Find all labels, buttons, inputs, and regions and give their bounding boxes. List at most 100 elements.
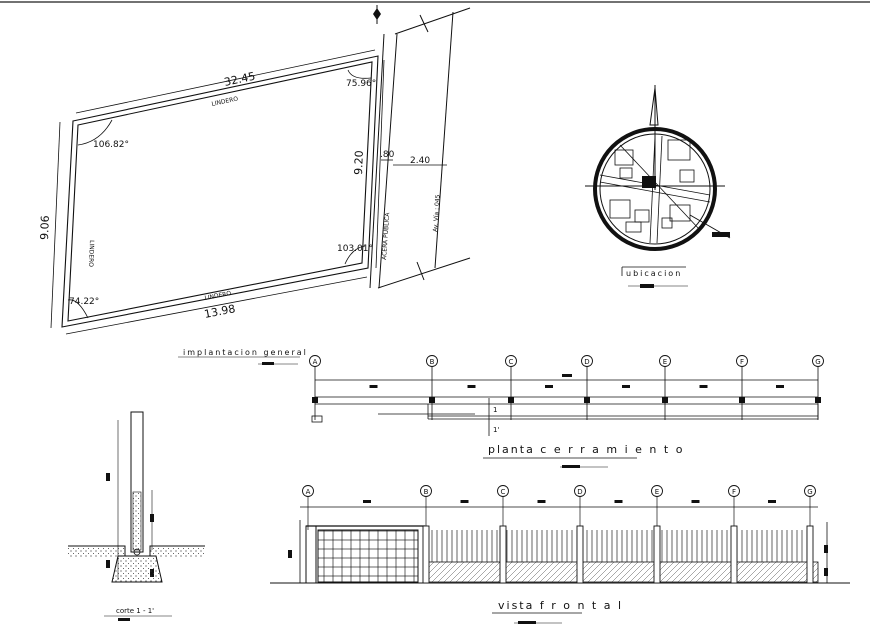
plan-post [312, 397, 318, 403]
fence-post [576, 525, 584, 584]
elevation-axis-label: C [501, 488, 506, 496]
plan-post [508, 397, 514, 403]
street-strip [369, 7, 471, 289]
plan-axis-label: D [584, 358, 589, 366]
elevation-dim-mark [363, 500, 371, 503]
elevation-axis-label: F [732, 488, 736, 496]
fence-post [806, 525, 814, 584]
dim-top: 32.45 [223, 70, 257, 89]
plan-axis-label: E [663, 358, 667, 366]
elevation-dim-mark [288, 550, 292, 558]
gate-panel [317, 529, 419, 583]
angle-top-right: 75.96° [346, 79, 376, 89]
plan-view: implantacion general A B C D E F G 1 1' planta… [178, 348, 824, 468]
post-section [130, 411, 144, 553]
plan-dimension-ticks [369, 374, 784, 388]
plan-axis-bubble [659, 355, 671, 367]
dim-right: 9.20 [352, 150, 366, 175]
angle-top-left: 106.82° [93, 140, 129, 150]
dim-bottom: 13.98 [203, 302, 236, 321]
elevation-title: vista f r o n t a l [498, 599, 623, 612]
plan-axis-bubble [426, 355, 438, 367]
lindero-left: LINDERO [87, 240, 95, 267]
section-view: corte 1 - 1' [68, 411, 205, 621]
elevation-axis-bubble [420, 485, 432, 497]
elevation-dim-mark [691, 500, 700, 503]
section-mark-a: 1 [493, 406, 497, 414]
elevation-axis-label: D [577, 488, 582, 496]
lindero-bottom: LINDERO [204, 290, 232, 302]
dim-sidewalk: .80 [380, 150, 395, 160]
location-north-icon [649, 87, 659, 126]
fence-post [422, 525, 430, 584]
plan-post [815, 397, 821, 403]
dim-left: 9.06 [38, 215, 52, 240]
elevation-axis-label: A [306, 488, 311, 496]
elevation-axis-bubble [497, 485, 509, 497]
footing [111, 555, 163, 583]
plan-post [429, 397, 435, 403]
angle-arcs [67, 69, 372, 319]
section-title: corte 1 - 1' [116, 607, 154, 615]
elevation-dim-mark [768, 500, 776, 503]
plan-axis-label: G [815, 358, 820, 366]
elevation-axis-bubble [302, 485, 314, 497]
elevation-dim-mark [537, 500, 546, 503]
plan-dim-mark [467, 385, 476, 388]
location-streets [599, 135, 711, 244]
plan-axis-markers: A B C D E F G [309, 355, 824, 420]
fence-post [499, 525, 507, 584]
plan-dim-mark [699, 385, 708, 388]
plan-axis-bubble [812, 355, 824, 367]
fence-post [653, 525, 661, 584]
brick-base [427, 561, 819, 583]
north-arrow-icon [373, 5, 381, 24]
plan-post [584, 397, 590, 403]
fence-post [730, 525, 738, 584]
sidewalk-text: ACERA PUBLICA [381, 211, 391, 260]
elevation-axis-label: B [424, 488, 429, 496]
location-map: ubicacion [585, 85, 731, 288]
site-plan: 32.45 LINDERO 9.06 LINDERO 9.20 13.98 LI… [38, 5, 471, 335]
dimension-lines [50, 49, 447, 335]
plan-axis-bubble [505, 355, 517, 367]
angle-bottom-left: 74.22° [69, 297, 99, 307]
elevation-dim-mark [460, 500, 469, 503]
lindero-top: LINDERO [211, 95, 239, 107]
elevation-axis-bubble [574, 485, 586, 497]
elevation-dim-mark [824, 545, 828, 553]
elevation-axis-bubble [728, 485, 740, 497]
plan-dim-mark [562, 374, 572, 377]
elevation-dimension-ticks [288, 500, 828, 576]
plan-dim-mark [776, 385, 784, 388]
elevation-dim-mark [614, 500, 623, 503]
elevation-axis-label: G [807, 488, 812, 496]
angle-bottom-right: 103.01° [337, 244, 373, 254]
plan-dim-mark [545, 385, 553, 388]
plan-axis-bubble [309, 355, 321, 367]
plan-title: planta c e r r a m i e n t o [488, 443, 684, 456]
plan-post [739, 397, 745, 403]
plan-axis-label: C [509, 358, 514, 366]
fence-posts [422, 525, 814, 584]
lot-outline [61, 55, 379, 328]
plan-axis-bubble [736, 355, 748, 367]
plan-lines [311, 379, 819, 436]
plan-dim-mark [369, 385, 378, 388]
elevation-dim-mark [824, 568, 828, 576]
plan-axis-label: A [313, 358, 318, 366]
plan-post [662, 397, 668, 403]
plan-dim-mark [622, 385, 630, 388]
dim-street: 2.40 [410, 156, 430, 166]
plan-axis-label: B [430, 358, 435, 366]
plan-axis-bubble [581, 355, 593, 367]
location-title: ubicacion [626, 269, 682, 278]
street-text: Av. Vía : 045 [432, 194, 442, 232]
plan-axis-label: F [740, 358, 744, 366]
plan-subtitle: implantacion general [183, 348, 308, 357]
section-mark-b: 1' [493, 426, 499, 434]
elevation-axis-bubble [804, 485, 816, 497]
